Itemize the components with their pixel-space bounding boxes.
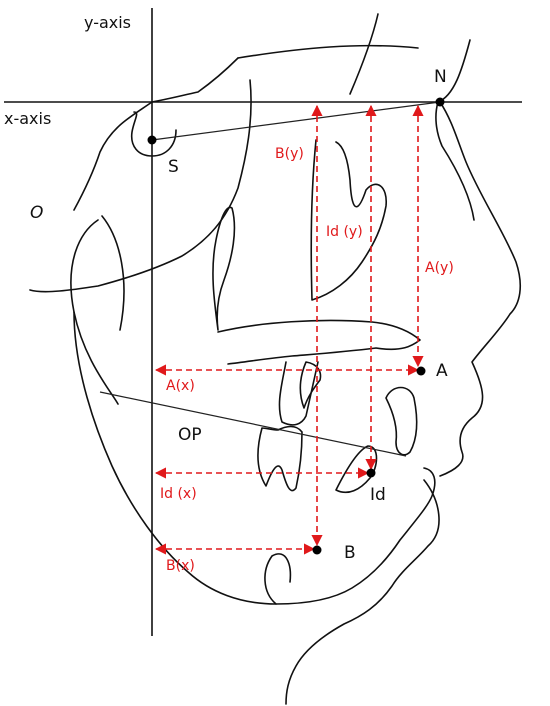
soft-tissue-nose: [435, 39, 475, 221]
label-a-x: A(x): [166, 378, 195, 394]
label-b-y: B(y): [275, 146, 304, 162]
sn-line: [151, 101, 441, 141]
landmark-b-point: [312, 545, 322, 555]
label-a-y: A(y): [425, 260, 454, 276]
label-s: S: [168, 157, 179, 177]
label-id-y: Id (y): [326, 224, 363, 240]
chin-soft-tissue: [285, 479, 440, 705]
pterygoid-right: [101, 215, 125, 331]
lower-molar: [257, 425, 303, 492]
forehead-curve: [349, 13, 379, 95]
landmark-n-point: [435, 97, 445, 107]
label-id: Id: [370, 485, 386, 505]
lower-border: [264, 553, 292, 605]
nasal-cavity: [310, 139, 387, 301]
upper-molar: [278, 361, 319, 426]
y-axis-label: y-axis: [84, 13, 131, 32]
mandible-outline: [73, 311, 436, 605]
pterygoid-left: [70, 219, 119, 405]
label-b: B: [344, 543, 356, 563]
sella-turcica: [130, 111, 177, 157]
occlusal-plane-line: [99, 391, 407, 457]
cranial-outline: [237, 44, 419, 59]
palate: [217, 319, 421, 365]
landmark-id-point: [366, 468, 376, 478]
landmark-s-point: [147, 135, 157, 145]
label-b-x: B(x): [166, 558, 195, 574]
label-n: N: [434, 67, 447, 87]
label-op: OP: [178, 425, 202, 445]
orbit-outline: [29, 79, 252, 293]
nasal-profile: [439, 101, 522, 477]
label-id-x: Id (x): [160, 486, 197, 502]
orbit-inner: [212, 206, 236, 331]
label-a: A: [436, 361, 448, 381]
posterior-skull: [73, 57, 239, 211]
label-o: O: [30, 203, 43, 223]
landmark-a-point: [416, 366, 426, 376]
upper-incisor: [385, 386, 418, 456]
x-axis-label: x-axis: [4, 109, 51, 128]
